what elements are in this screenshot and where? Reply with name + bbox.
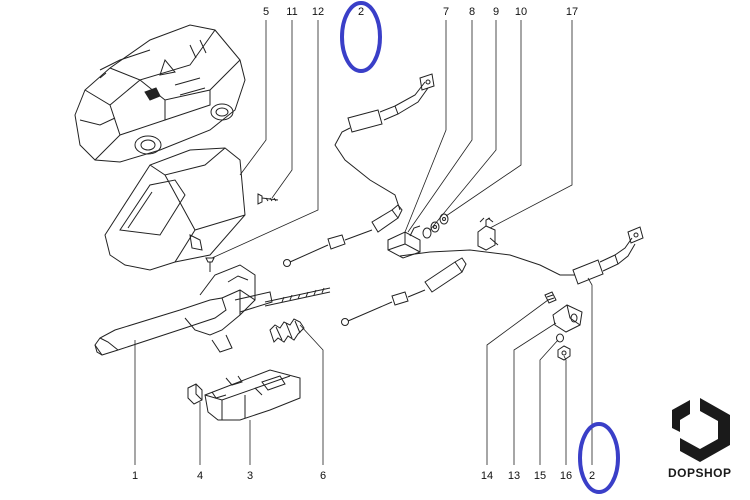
callout-7: 7	[443, 6, 449, 18]
callout-15: 15	[534, 470, 546, 482]
screw-cover	[205, 257, 215, 272]
cable-12	[283, 127, 403, 267]
callout-10: 10	[515, 6, 527, 18]
mounting-bracket-3	[204, 369, 301, 421]
bracket-13	[552, 304, 583, 333]
cable-middle	[341, 249, 575, 326]
screw-11	[257, 193, 279, 205]
highlight-ellipse-bottom	[578, 422, 620, 494]
spring-boot-6	[269, 318, 305, 343]
brand-part-2: SHOP	[695, 466, 732, 480]
washer-15	[556, 333, 564, 343]
callout-8: 8	[469, 6, 475, 18]
cable-2-right	[572, 226, 644, 285]
clip-4	[187, 383, 203, 405]
callout-14: 14	[481, 470, 493, 482]
equalizer-7	[387, 225, 421, 259]
callout-6: 6	[320, 470, 326, 482]
brand-wordmark: DOPSHOP	[668, 466, 732, 480]
highlight-ellipse-top	[340, 1, 382, 73]
callout-9: 9	[493, 6, 499, 18]
callout-17: 17	[566, 6, 578, 18]
handbrake-lever	[94, 264, 331, 356]
callout-12: 12	[312, 6, 324, 18]
callout-numbers: 5 11 12 2 7 8 9 10 17 1 4 3 6 14 13 15 1…	[132, 6, 595, 482]
callout-3: 3	[247, 470, 253, 482]
callout-13: 13	[508, 470, 520, 482]
callout-11: 11	[286, 6, 297, 18]
cable-2-top	[347, 73, 435, 133]
callout-2-top: 2	[358, 6, 364, 18]
brand-part-1: DOP	[668, 466, 696, 480]
washers	[422, 213, 449, 239]
callout-1: 1	[132, 470, 138, 482]
console-cover	[104, 147, 246, 271]
nut-16	[557, 345, 571, 361]
callout-2-bottom: 2	[589, 470, 595, 482]
callout-4: 4	[197, 470, 203, 482]
car-illustration	[74, 24, 246, 163]
callout-5: 5	[263, 6, 269, 18]
clip-17	[477, 217, 499, 251]
leader-lines	[134, 20, 593, 465]
callout-16: 16	[560, 470, 572, 482]
brand-logo-icon	[672, 398, 730, 462]
